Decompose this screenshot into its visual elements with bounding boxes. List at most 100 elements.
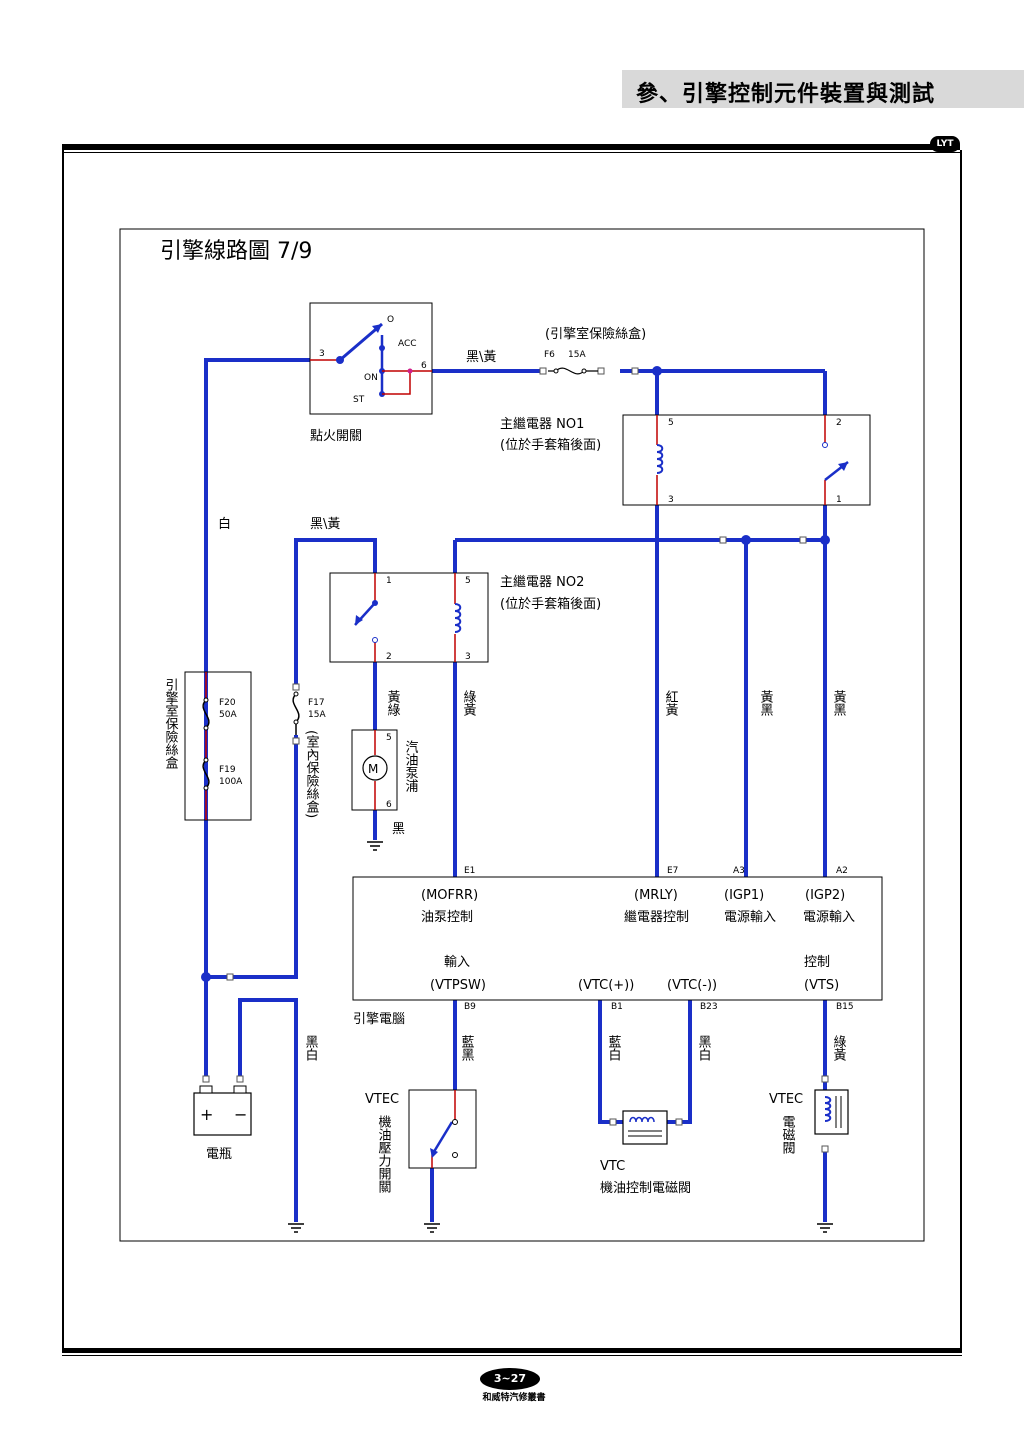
vtc-valve-line1: VTC <box>600 1159 625 1174</box>
main-relay-2: 1 2 5 3 主繼電器 NO2 (位於手套箱後面) <box>329 572 601 663</box>
relay1-pin-2: 2 <box>836 418 842 428</box>
wire-label-mrly: 紅黃 <box>663 690 679 716</box>
header-band <box>622 70 1024 108</box>
top-rule <box>62 144 960 150</box>
bottom-rule-thin <box>62 1355 962 1356</box>
page-header-title: 參、引擎控制元件裝置與測試 <box>636 82 936 107</box>
engine-fuse-box-label: 引擎室保險絲盒 <box>163 678 179 769</box>
relay1-label: 主繼電器 NO1 <box>500 417 584 432</box>
fuel-pump-pin-6: 6 <box>386 800 392 810</box>
relay2-pin-5: 5 <box>465 576 471 586</box>
ecm-pin-b1: B1 <box>611 1002 623 1012</box>
vtc-valve-line2: 機油控制電磁閥 <box>600 1181 691 1196</box>
fuse-f19-id: F19 <box>219 765 236 775</box>
wire-label-fuel-pump-top: 黃綠 <box>385 690 401 716</box>
ground-symbol <box>287 1223 305 1233</box>
vtec-switch-line2: 機油壓力開關 <box>376 1115 392 1193</box>
ecm-pin-a3: A3 <box>733 866 745 876</box>
ecm-igp2-code: (IGP2) <box>805 888 845 903</box>
page-frame-left <box>62 150 64 1350</box>
ecm-vtpsw-code: (VTPSW) <box>430 978 486 993</box>
battery: + − 電瓶 <box>193 1085 252 1162</box>
ecm-pin-b23: B23 <box>700 1002 718 1012</box>
junction-nodes <box>201 366 830 982</box>
page-frame-right <box>960 150 962 1350</box>
main-relay-1: 5 3 2 1 主繼電器 NO1 (位於手套箱後面) <box>500 414 871 506</box>
interior-fuse-box-label: (室內保險絲盒) <box>304 730 320 818</box>
battery-plus: + <box>200 1105 213 1124</box>
motor-symbol: M <box>368 762 378 776</box>
wire-label-bk-y-top: 黑\黃 <box>466 350 496 365</box>
ecm-vtcm-code: (VTC(-)) <box>667 978 717 993</box>
ecm-mofrr-code: (MOFRR) <box>421 888 478 903</box>
ignition-pin-6: 6 <box>421 361 427 371</box>
vtec-solenoid: VTEC 電磁閥 <box>769 1089 849 1233</box>
fuse-f6: (引擎室保險絲盒) F6 15A <box>544 326 646 375</box>
wire-label-relay2-out: 綠黃 <box>461 690 477 716</box>
ecm-vtcp-code: (VTC(+)) <box>578 978 634 993</box>
ecm-igp2-desc: 電源輸入 <box>803 910 855 925</box>
wire-label-white: 白 <box>218 516 231 532</box>
relay2-pin-2: 2 <box>386 652 392 662</box>
ecm-pin-e7: E7 <box>667 866 678 876</box>
relay2-location: (位於手套箱後面) <box>500 596 601 612</box>
fuse-f17: F17 15A (室內保險絲盒) <box>292 691 326 818</box>
fuse-f6-id: F6 <box>544 350 555 360</box>
ecm-pin-a2: A2 <box>836 866 848 876</box>
diagram-frame <box>119 228 925 1242</box>
wire-harness <box>204 358 827 1222</box>
ecm-igp1-desc: 電源輸入 <box>724 910 776 925</box>
vtec-oil-pressure-switch: VTEC 機油壓力開關 <box>365 1089 477 1233</box>
ignition-switch: 3 6 O ACC ON ST 點火開關 <box>309 302 433 444</box>
vtc-solenoid-valve: VTC 機油控制電磁閥 <box>600 1110 691 1196</box>
wire-label-vtc-plus: 藍白 <box>606 1035 622 1061</box>
fuse-box-label-top: (引擎室保險絲盒) <box>545 326 646 342</box>
relay1-location: (位於手套箱後面) <box>500 437 601 453</box>
ignition-switch-label: 點火開關 <box>310 429 362 444</box>
relay2-pin-1: 1 <box>386 576 392 586</box>
fuel-pump-pin-5: 5 <box>386 733 392 743</box>
ecm-mrly-code: (MRLY) <box>634 888 678 903</box>
top-rule-thin <box>62 152 960 153</box>
wire-label-ground: 黑白 <box>303 1035 319 1061</box>
fuse-f20-rating: 50A <box>219 710 237 720</box>
relay2-label: 主繼電器 NO2 <box>500 575 584 590</box>
wire-label-fuel-pump-gnd: 黑 <box>392 822 405 837</box>
ignition-pin-3: 3 <box>319 349 325 359</box>
fuel-pump: M 5 6 汽油泵浦 黃綠 黑 <box>351 690 419 851</box>
relay1-pin-5: 5 <box>668 418 674 428</box>
fuse-f19-rating: 100A <box>219 777 243 787</box>
engine-ecm: E1 E7 A3 A2 B9 B1 B23 B15 (MOFRR) 油泵控制 (… <box>352 866 883 1027</box>
wire-label-vtc-minus: 黑白 <box>696 1035 712 1061</box>
ecm-pin-b15: B15 <box>836 1002 854 1012</box>
ecm-mofrr-desc: 油泵控制 <box>421 910 473 925</box>
ecm-vtpsw-desc: 輸入 <box>444 955 470 970</box>
page-number-badge: 3~27 <box>480 1368 540 1390</box>
ecm-vts-code: (VTS) <box>804 978 839 993</box>
relay2-pin-3: 3 <box>465 652 471 662</box>
vtec-solenoid-line1: VTEC <box>769 1092 803 1107</box>
publisher-name: 和威特汽修叢書 <box>482 1393 546 1403</box>
engine-fuse-box: F20 50A F19 100A 引擎室保險絲盒 <box>163 671 252 821</box>
ignition-pos-on: ON <box>364 373 378 383</box>
ecm-pin-e1: E1 <box>464 866 475 876</box>
ecm-igp1-code: (IGP1) <box>724 888 764 903</box>
relay1-pin-1: 1 <box>836 495 842 505</box>
bottom-rule <box>62 1348 962 1353</box>
fuse-f6-rating: 15A <box>568 350 586 360</box>
wire-label-vtpsw: 藍黑 <box>459 1035 475 1062</box>
ignition-pos-st: ST <box>353 395 365 405</box>
ignition-pos-off: O <box>387 315 394 325</box>
wire-label-vts: 綠黃 <box>831 1035 847 1061</box>
wire-label-igp1: 黃黑 <box>758 690 774 717</box>
relay1-pin-3: 3 <box>668 495 674 505</box>
ecm-mrly-desc: 繼電器控制 <box>624 910 689 925</box>
vtec-solenoid-line2: 電磁閥 <box>780 1115 796 1154</box>
battery-minus: − <box>234 1105 247 1124</box>
wire-label-bk-y: 黑\黃 <box>310 517 340 532</box>
ecm-vts-desc: 控制 <box>804 955 830 970</box>
fuel-pump-label: 汽油泵浦 <box>403 740 419 792</box>
ignition-pos-acc: ACC <box>398 339 417 349</box>
battery-label: 電瓶 <box>206 1147 232 1162</box>
